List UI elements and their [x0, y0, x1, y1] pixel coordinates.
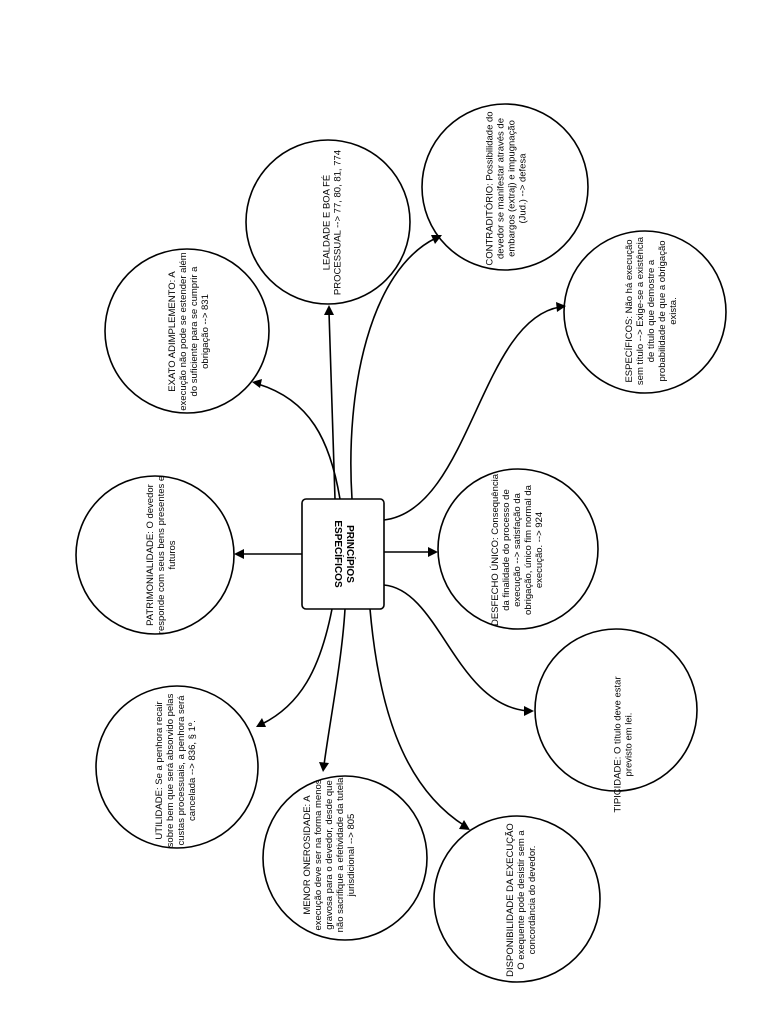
especificos-line-5: exista. — [668, 297, 679, 325]
especificos-line-3: de título que demostre a — [646, 259, 657, 363]
node-label-desfecho-unico: DESFECHO ÚNICO: Consequência da finalida… — [490, 465, 546, 635]
desfecho-unico-line-3: execução --> satisfação da — [512, 493, 523, 607]
desfecho-unico-line-2: da finalidade do processo de — [501, 489, 512, 611]
especificos-line-1: ESPECÍFICOS: Não há execução — [624, 239, 635, 383]
node-circle-disponibilidade — [433, 815, 601, 983]
patrimonialidade-line-1: PATRIMONIALIDADE: O devedor — [145, 484, 156, 626]
contraditorio-line-3: embargos (extraj) e impugnação — [506, 120, 518, 257]
edge-disponibilidade — [369, 608, 466, 827]
arrowhead-menor-onerosidade — [319, 762, 329, 772]
menor-onerosidade-line-1: MENOR ONEROSIDADE: A — [302, 795, 313, 915]
node-circle-desfecho-unico — [437, 468, 599, 630]
arrowhead-patrimonialidade — [234, 549, 244, 559]
node-label-exato-adimplemento: EXATO ADIMPLEMENTO: A execução não pode … — [167, 244, 212, 419]
node-circle-contraditorio — [421, 103, 589, 271]
contraditorio-line-1: CONTRADITÓRIO: Possibilidade do — [484, 111, 496, 266]
especificos-line-4: probabilidade de que a obrigação — [657, 240, 668, 382]
node-label-tipicidade: TIPICIDADE: O título deve estar previsto… — [613, 670, 636, 820]
center-label: PRINCÍPIOS ESPECÍFICOS — [331, 499, 355, 609]
menor-onerosidade-line-4: não sacrifique a efetividade da tutela — [335, 777, 346, 933]
edge-exato-adimplemento — [257, 383, 341, 500]
node-label-contraditorio: CONTRADITÓRIO: Possibilidade do devedor … — [485, 99, 530, 279]
node-circle-lealdade-boa-fe — [245, 139, 411, 305]
exato-adimplemento-line-3: do suficiente para se cumprir a — [189, 266, 200, 397]
node-circle-especificos — [563, 230, 727, 394]
especificos-line-2: sem título --> Exige-se a existência — [635, 236, 646, 386]
arrowhead-exato-adimplemento — [252, 379, 262, 388]
tipicidade-line-1: TIPICIDADE: O título deve estar — [612, 676, 624, 813]
disponibilidade-line-3: concordância do devedor. — [527, 845, 538, 955]
patrimonialidade-line-2: responde com seus bens presentes e — [156, 475, 167, 635]
desfecho-unico-line-5: execução. --> 924 — [534, 511, 545, 589]
desfecho-unico-line-4: obrigação, único fim normal da — [523, 485, 534, 615]
desfecho-unico-line-1: DESFECHO ÚNICO: Consequência — [490, 473, 501, 627]
edge-especificos — [383, 306, 561, 521]
arrowhead-lealdade-boa-fe — [324, 305, 334, 315]
contraditorio-line-2: devedor se manifestar através de — [495, 118, 507, 259]
arrowhead-disponibilidade — [459, 820, 470, 830]
utilidade-line-4: cancelada --> 836, § 1º. — [187, 720, 198, 821]
center-label-line-1: PRINCÍPIOS — [344, 525, 355, 583]
exato-adimplemento-line-4: obrigação --> 831 — [200, 294, 211, 369]
arrowhead-desfecho-unico — [428, 547, 438, 557]
node-circle-utilidade — [95, 685, 259, 849]
node-label-disponibilidade: DISPONIBILIDADE DA EXECUÇÃO O exequente … — [505, 810, 539, 990]
exato-adimplemento-line-1: EXATO ADIMPLEMENTO: A — [167, 271, 178, 392]
disponibilidade-line-1: DISPONIBILIDADE DA EXECUÇÃO — [505, 823, 516, 977]
arrowhead-contraditorio — [431, 235, 442, 244]
arrowhead-especificos — [556, 302, 566, 312]
edge-tipicidade — [383, 584, 529, 712]
utilidade-line-1: UTILIDADE: Se a penhora recair — [154, 701, 165, 840]
utilidade-line-3: custas processuais, a penhora será — [176, 695, 187, 846]
node-label-especificos: ESPECÍFICOS: Não há execução sem título … — [624, 226, 680, 396]
lealdade-boa-fe-line-1: LEALDADE E BOA FÉ — [321, 174, 333, 271]
edge-menor-onerosidade — [323, 608, 346, 766]
center-label-line-2: ESPECÍFICOS — [332, 520, 343, 588]
utilidade-line-2: sobre bem que será absorvido pelas — [165, 693, 176, 848]
edge-utilidade — [261, 608, 333, 725]
node-label-utilidade: UTILIDADE: Se a penhora recair sobre bem… — [154, 683, 199, 858]
edge-lealdade-boa-fe — [328, 311, 336, 500]
node-circle-patrimonialidade — [75, 475, 235, 635]
lealdade-boa-fe-line-2: PROCESSUAL --> 77, 80, 81, 774 — [332, 149, 344, 296]
edge-contraditorio — [350, 237, 437, 500]
node-circle-tipicidade — [534, 628, 698, 792]
patrimonialidade-line-3: futuros — [167, 540, 178, 570]
menor-onerosidade-line-3: gravosa para o devedor, desde que — [324, 780, 335, 930]
disponibilidade-line-2: O exequente pode desistir sem a — [516, 830, 527, 970]
node-label-patrimonialidade: PATRIMONIALIDADE: O devedor responde com… — [145, 470, 179, 640]
exato-adimplemento-line-2: execução não pode se estender além — [178, 252, 189, 411]
tipicidade-line-2: previsto em lei. — [623, 712, 635, 777]
node-circle-exato-adimplemento — [104, 248, 270, 414]
node-label-lealdade-boa-fe: LEALDADE E BOA FÉ PROCESSUAL --> 77, 80,… — [322, 143, 345, 303]
arrowhead-tipicidade — [524, 706, 534, 716]
menor-onerosidade-line-2: execução deve ser na forma menos — [313, 779, 324, 931]
menor-onerosidade-line-5: jurisdicional --> 805 — [346, 813, 357, 897]
node-label-menor-onerosidade: MENOR ONEROSIDADE: A execução deve ser n… — [302, 765, 358, 945]
arrowhead-utilidade — [256, 718, 266, 727]
node-circle-menor-onerosidade — [262, 775, 428, 941]
contraditorio-line-4: (Jud.) --> defesa — [517, 153, 529, 224]
